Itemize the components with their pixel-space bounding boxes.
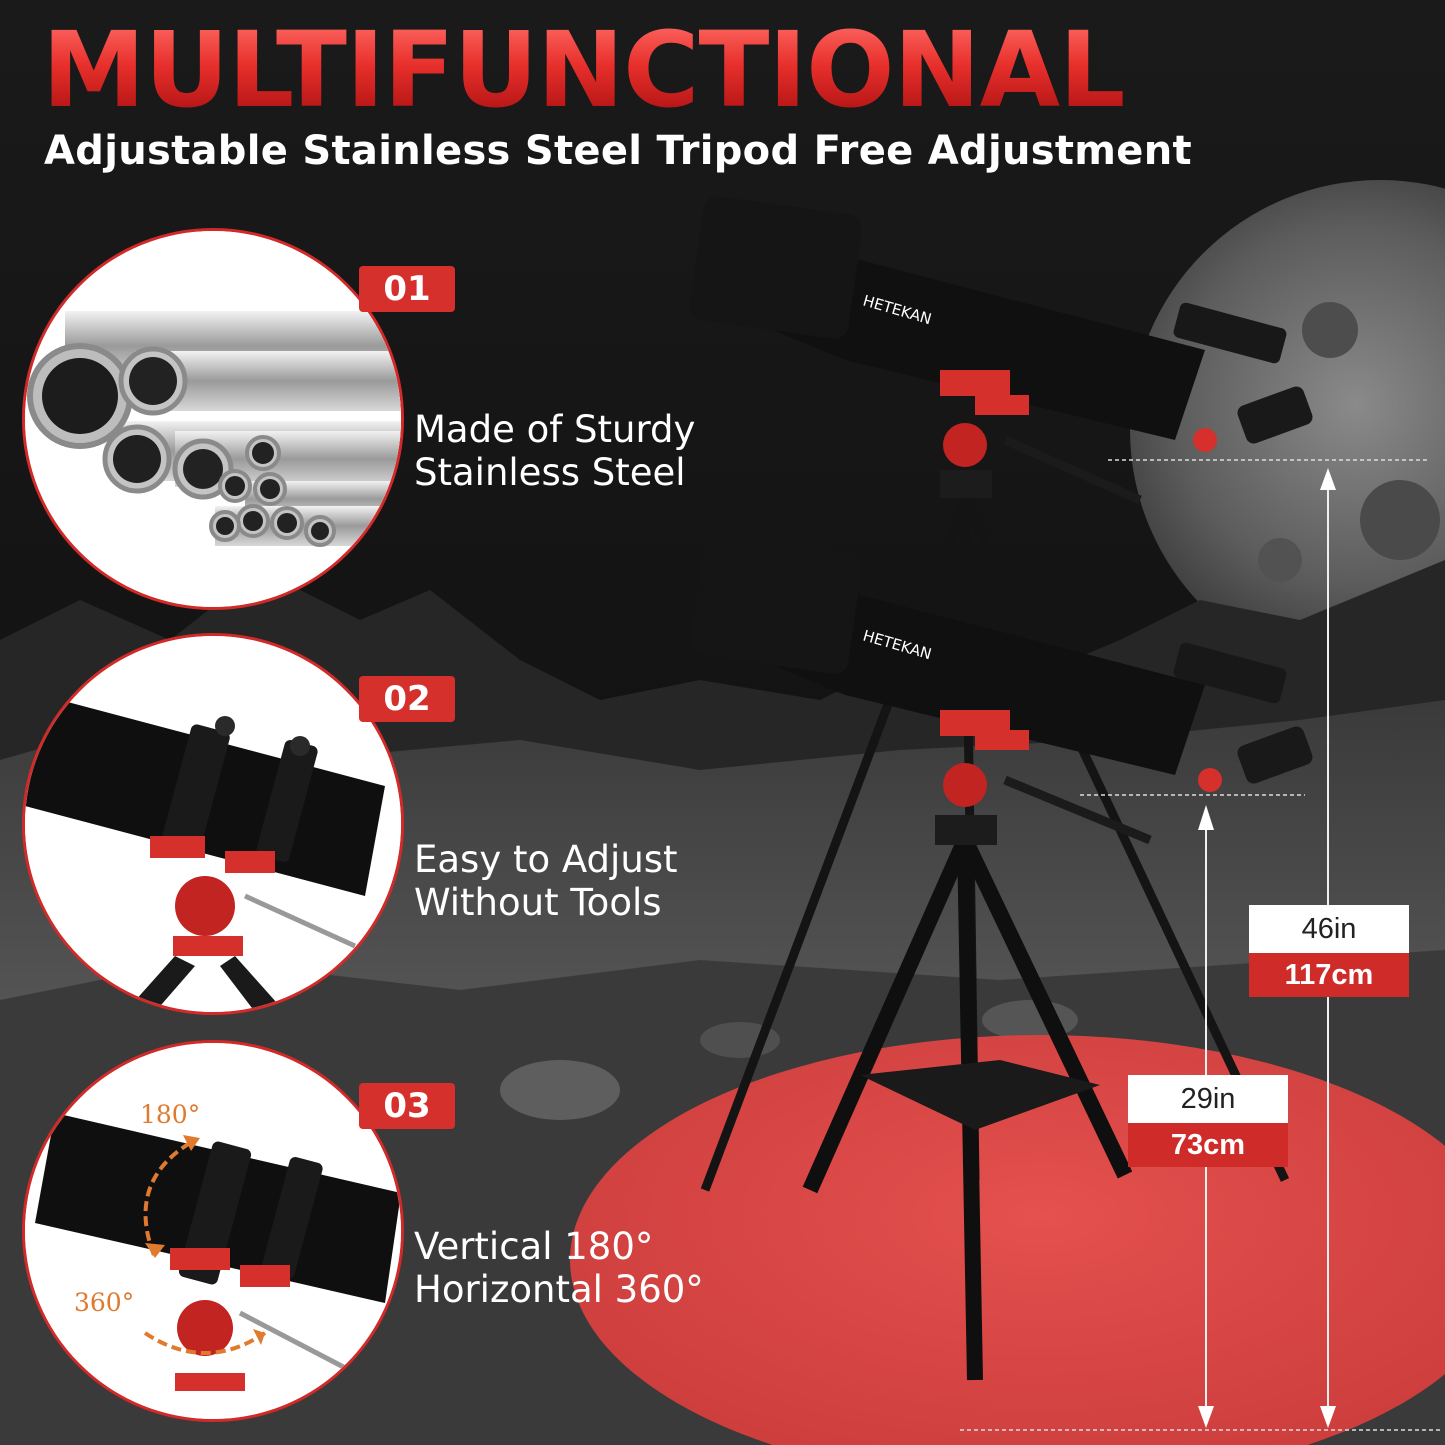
feature-01: 01 Made of Sturdy Stainless Steel <box>22 228 722 610</box>
feature-01-image <box>22 228 404 610</box>
height-label-tall: 46in 117cm <box>1249 905 1409 997</box>
feature-03-badge: 03 <box>359 1083 455 1129</box>
page-subtitle: Adjustable Stainless Steel Tripod Free A… <box>44 128 1192 174</box>
horizontal-angle-label: 360° <box>74 1288 135 1317</box>
feature-01-line1: Made of Sturdy <box>414 408 696 451</box>
feature-02-line2: Without Tools <box>414 881 662 924</box>
vertical-rotation-arrow <box>143 1141 192 1259</box>
feature-01-text: Made of Sturdy Stainless Steel <box>414 408 695 494</box>
telescope-mount-icon <box>25 636 401 1012</box>
height-tall-cm: 117cm <box>1249 953 1409 997</box>
feature-03-text: Vertical 180° Horizontal 360° <box>414 1225 704 1311</box>
height-short-cm: 73cm <box>1128 1123 1288 1167</box>
feature-02: 02 Easy to Adjust Without Tools <box>22 633 722 1015</box>
feature-02-line1: Easy to Adjust <box>414 838 678 881</box>
feature-02-image <box>22 633 404 1015</box>
steel-tubes-icon <box>25 231 401 607</box>
telescope-short: HETEKAN <box>689 531 1313 1381</box>
feature-03: 180° 360° 03 Vertical 180° Horizontal 36… <box>22 1040 722 1422</box>
horizontal-rotation-arrow <box>143 1331 267 1355</box>
rotation-mount-icon <box>25 1043 401 1419</box>
vertical-angle-label: 180° <box>140 1100 201 1129</box>
height-tall-inches: 46in <box>1249 905 1409 953</box>
page-title: MULTIFUNCTIONAL <box>42 9 1125 131</box>
height-short-inches: 29in <box>1128 1075 1288 1123</box>
feature-03-line2: Horizontal 360° <box>414 1268 704 1311</box>
feature-02-badge: 02 <box>359 676 455 722</box>
feature-03-line1: Vertical 180° <box>414 1225 654 1268</box>
height-label-short: 29in 73cm <box>1128 1075 1288 1167</box>
feature-02-text: Easy to Adjust Without Tools <box>414 838 678 924</box>
feature-03-image <box>22 1040 404 1422</box>
feature-01-line2: Stainless Steel <box>414 451 686 494</box>
feature-01-badge: 01 <box>359 266 455 312</box>
